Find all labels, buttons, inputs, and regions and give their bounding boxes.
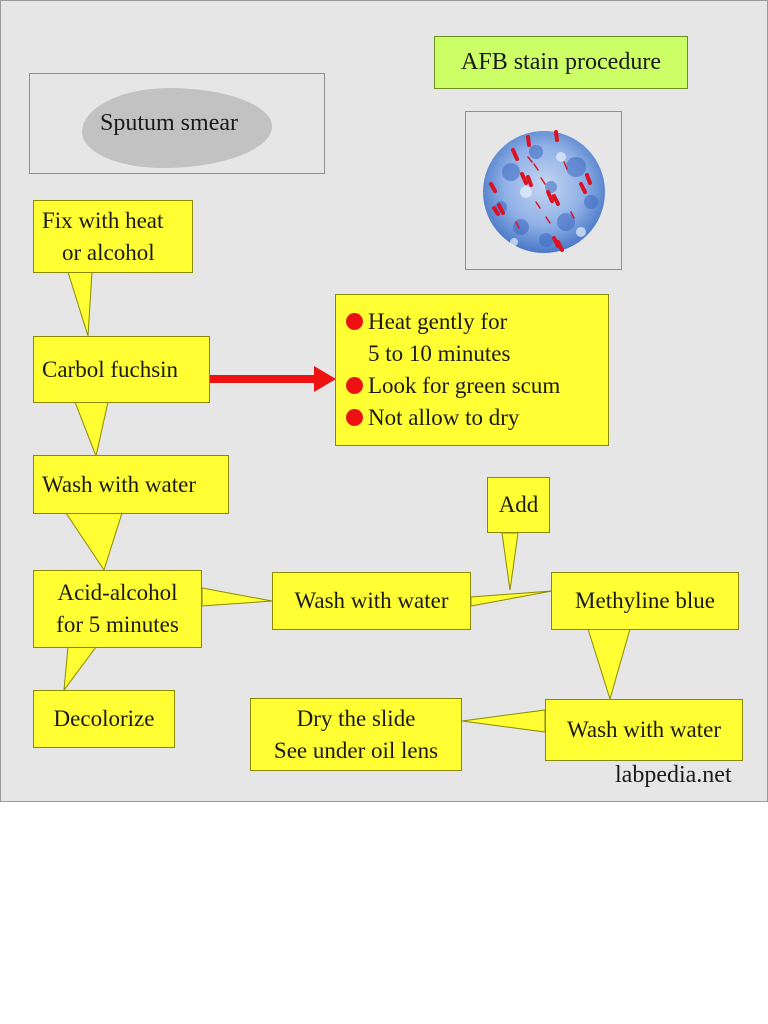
note-item: Heat gently for [346,306,608,338]
step-carbol-fuchsin-label: Carbol fuchsin [42,356,179,382]
red-bullet-icon [346,409,363,426]
step-fix-line-2: or alcohol [62,239,155,265]
step-fix-line-1: Fix with heat [42,207,164,233]
step-methylene-blue-box: Methyline blue [551,572,739,630]
step-dry-box: Dry the slide See under oil lens [250,698,462,771]
note-text: Heat gently for [368,309,508,334]
red-arrow-head [314,366,336,392]
pointer-fix-to-carbol [67,271,93,337]
red-bullet-icon [346,313,363,330]
pointer-methylene-to-wash3 [587,628,631,701]
diagram-title: AFB stain procedure [434,36,688,89]
micrograph-image [483,130,605,253]
note-item: Look for green scum [346,370,608,402]
red-arrow-shaft [210,375,316,383]
pointer-acid-to-wash2 [201,587,273,607]
note-item-continuation: 5 to 10 minutes [346,338,608,370]
step-wash-2-box: Wash with water [272,572,471,630]
step-acid-alcohol-line-1: Acid-alcohol [57,580,178,605]
step-acid-alcohol-box: Acid-alcohol for 5 minutes [33,570,202,648]
note-text: Look for green scum [368,373,561,398]
step-dry-line-1: Dry the slide [296,705,416,731]
micrograph-frame [465,111,622,270]
pointer-acid-to-decolorize [63,646,97,692]
step-carbol-fuchsin-box: Carbol fuchsin [33,336,210,403]
pointer-wash3-to-dry [461,709,546,733]
watermark-text: labpedia.net [615,762,732,788]
sputum-smear-label: Sputum smear [100,110,238,136]
red-bullet-icon [346,377,363,394]
note-item: Not allow to dry [346,402,608,434]
smear-blob-shape [82,88,272,168]
step-decolorize-box: Decolorize [33,690,175,748]
step-wash-3-label: Wash with water [567,717,721,742]
step-wash-2-label: Wash with water [294,588,449,613]
step-fix-box: Fix with heat or alcohol [33,200,193,273]
step-add-box: Add [487,477,550,533]
pointer-wash2-to-methylene [470,590,553,607]
step-dry-line-2: See under oil lens [273,737,439,763]
step-wash-1-label: Wash with water [42,471,196,497]
pointer-carbol-to-wash [74,401,109,458]
note-text: 5 to 10 minutes [368,341,511,366]
pointer-wash-to-acid [65,512,123,572]
step-methylene-blue-label: Methyline blue [575,588,715,613]
step-decolorize-label: Decolorize [53,706,155,731]
pointer-add [501,532,519,591]
carbol-notes-box: Heat gently for 5 to 10 minutes Look for… [335,294,609,446]
step-add-label: Add [498,492,539,517]
note-text: Not allow to dry [368,405,520,430]
step-wash-1-box: Wash with water [33,455,229,514]
step-acid-alcohol-line-2: for 5 minutes [56,612,179,637]
step-wash-3-box: Wash with water [545,699,743,761]
